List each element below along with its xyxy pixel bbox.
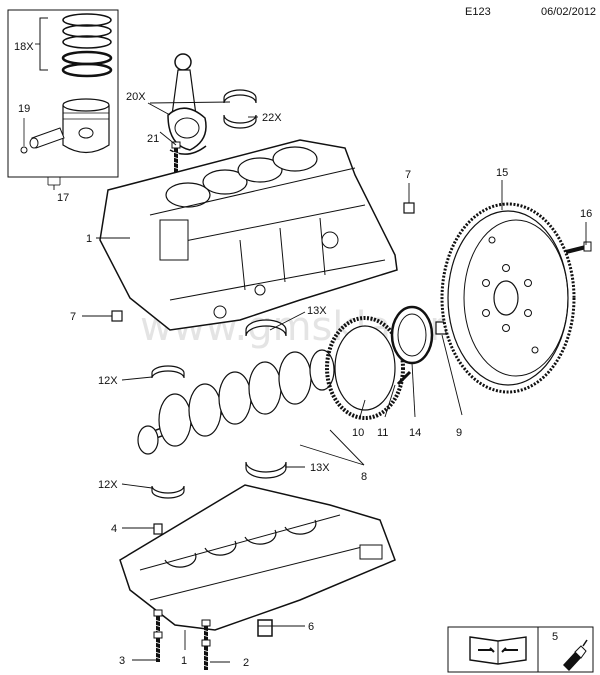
- bedplate-bolt-long: [152, 608, 164, 664]
- callout-20x: 20X: [126, 91, 146, 103]
- rod-bearing-shells: [223, 89, 257, 129]
- engine-block: [99, 139, 398, 331]
- connecting-rod: [167, 53, 207, 155]
- callout-13x-bottom: 13X: [310, 462, 330, 474]
- callout-22x: 22X: [262, 112, 282, 124]
- callout-labels: 18X 19 17 20X 21 22X 7 1 7 13X 12X 10 11…: [14, 41, 592, 669]
- block-plug-side: [111, 310, 123, 322]
- bedplate: [119, 484, 396, 631]
- rear-oil-seal: [390, 305, 434, 365]
- callout-17: 17: [57, 192, 69, 204]
- diagram-date: 06/02/2012: [541, 6, 597, 18]
- callout-19: 19: [18, 103, 30, 115]
- flywheel-bolt: [565, 241, 592, 254]
- reluctor-screw: [396, 370, 412, 386]
- callout-21: 21: [147, 133, 159, 145]
- callout-13x-top: 13X: [307, 305, 327, 317]
- flywheel: [440, 202, 576, 394]
- callout-15: 15: [496, 167, 508, 179]
- block-plug-top: [403, 202, 415, 214]
- piston-rings: [61, 13, 113, 78]
- callout-3: 3: [119, 655, 125, 667]
- leader-lines: [35, 43, 587, 663]
- piston: [62, 98, 110, 154]
- callout-7-side: 7: [70, 311, 76, 323]
- callout-12x-top: 12X: [98, 375, 118, 387]
- dowel-pin: [153, 523, 163, 535]
- sealant-tube-icon: [563, 639, 588, 671]
- callout-14: 14: [409, 427, 421, 439]
- callout-10: 10: [352, 427, 364, 439]
- callout-8: 8: [361, 471, 367, 483]
- callout-1-block: 1: [86, 233, 92, 245]
- piston-kit-group: [7, 9, 119, 186]
- legend-callout-5: 5: [552, 631, 558, 643]
- callout-18x: 18X: [14, 41, 34, 53]
- callout-12x-bottom: 12X: [98, 479, 118, 491]
- legend-box: 5: [447, 626, 594, 673]
- callout-2: 2: [243, 657, 249, 669]
- callout-4: 4: [111, 523, 117, 535]
- manual-book-icon: [469, 636, 527, 665]
- drain-plug: [257, 619, 273, 637]
- thrust-bearing-shells: [245, 319, 287, 479]
- main-bearing-shells: [151, 365, 185, 499]
- piston-pin: [29, 127, 65, 149]
- callout-16: 16: [580, 208, 592, 220]
- diagram-code: E123: [465, 6, 491, 18]
- callout-1-bedplate: 1: [181, 655, 187, 667]
- callout-6: 6: [308, 621, 314, 633]
- rod-bolt: [170, 140, 182, 174]
- pin-clip: [20, 146, 28, 154]
- reluctor-ring: [325, 316, 405, 420]
- rings-bracket: [39, 17, 48, 71]
- callout-7-top: 7: [405, 169, 411, 181]
- callout-9: 9: [456, 427, 462, 439]
- piston-kit-frame: [7, 9, 119, 178]
- callout-11: 11: [377, 427, 388, 439]
